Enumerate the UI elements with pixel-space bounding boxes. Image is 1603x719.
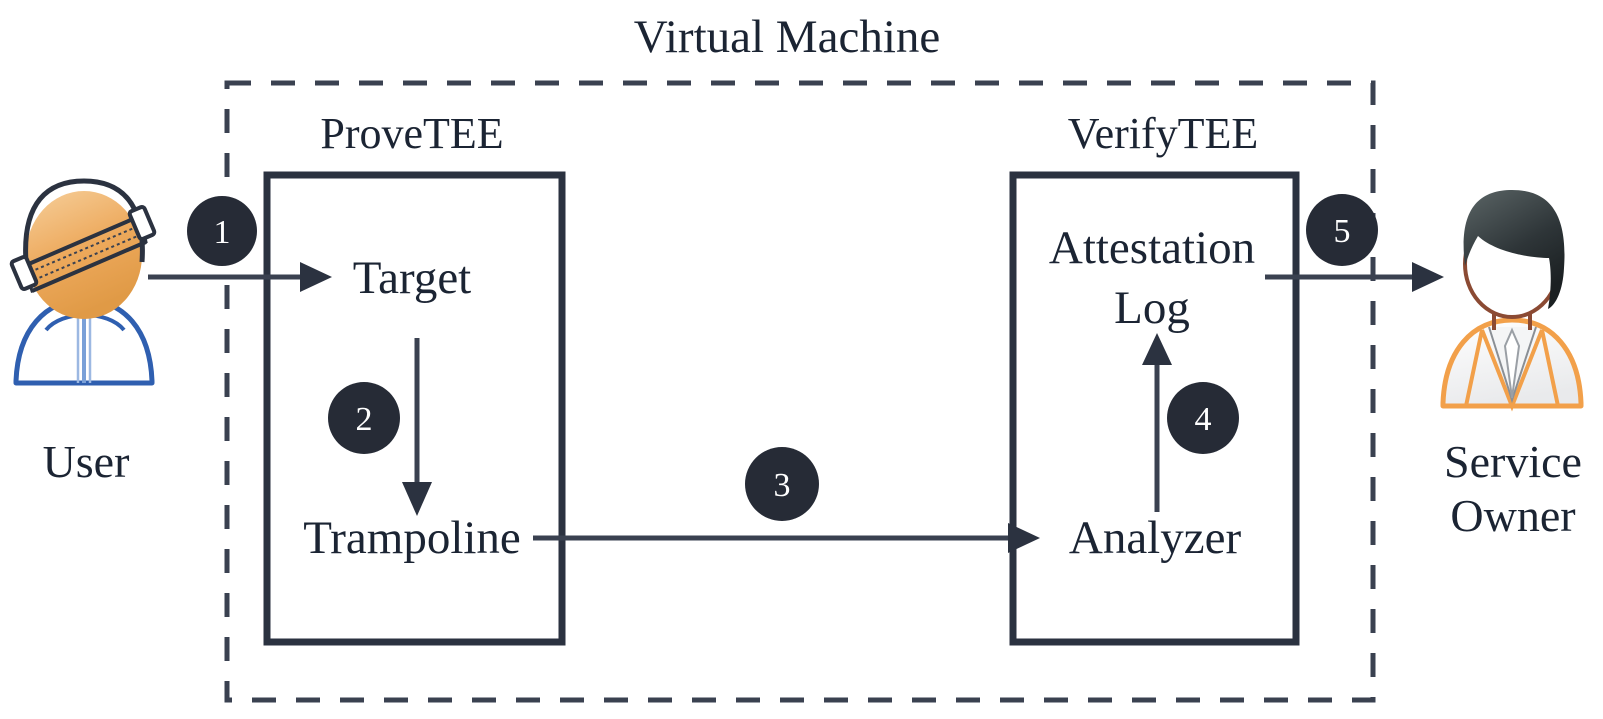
actor-label-service-owner-line1: Service [1444,436,1582,487]
step-badge-4-number: 4 [1195,401,1212,438]
zone-label-provetee: ProveTEE [320,109,503,158]
zone-label-verifytee: VerifyTEE [1068,109,1259,158]
node-label-target: Target [353,252,472,304]
actor-label-service-owner-line2: Owner [1450,490,1575,541]
provetee-box [263,171,566,646]
virtual-machine-boundary [224,80,1376,703]
node-label-attestation-log-line1: Attestation [1049,222,1255,274]
service-owner-icon [1440,190,1584,412]
step-badge-1-number: 1 [214,214,231,251]
node-label-analyzer: Analyzer [1069,512,1242,564]
node-label-trampoline: Trampoline [303,512,521,564]
flow-arrow-5 [1265,262,1444,292]
verifytee-box [1009,171,1300,646]
step-badge-2-number: 2 [356,401,373,438]
flow-arrow-3 [533,523,1040,553]
step-badge-5: 5 [1306,194,1378,266]
step-badge-3: 3 [745,447,819,521]
step-badge-2: 2 [328,382,400,454]
flow-arrow-4 [1142,333,1172,512]
step-badge-3-number: 3 [774,467,791,504]
vm-title: Virtual Machine [634,11,941,63]
user-blindfolded-icon [9,178,157,386]
flow-arrow-1 [148,262,332,292]
node-label-attestation-log-line2: Log [1114,282,1190,334]
step-badge-4: 4 [1167,382,1239,454]
step-badge-1: 1 [187,196,257,266]
step-badge-5-number: 5 [1334,213,1351,250]
actor-label-user: User [43,436,130,487]
flow-arrow-2 [402,338,432,516]
